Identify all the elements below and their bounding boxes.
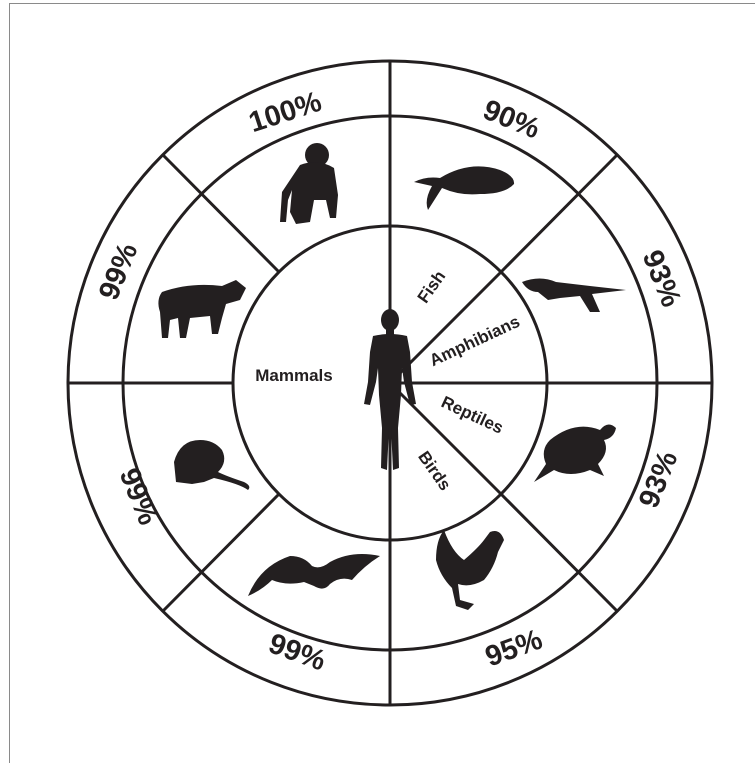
percentage-gorilla: 100%: [245, 86, 326, 139]
percentage-bat: 99%: [264, 628, 330, 678]
label-fish: Fish: [414, 267, 450, 307]
fish-icon: [414, 166, 514, 210]
label-reptiles: Reptiles: [438, 392, 506, 437]
label-amphibians: Amphibians: [427, 312, 523, 370]
rooster-icon: [436, 530, 504, 610]
inner-group-dividers: [390, 226, 547, 540]
percentage-turtle: 93%: [633, 447, 684, 513]
gorilla-icon: [280, 143, 338, 224]
bat-icon: [248, 554, 380, 596]
sea-turtle-icon: [534, 424, 616, 482]
frog-icon: [522, 279, 626, 313]
cow-icon: [158, 280, 246, 338]
rat-icon: [174, 440, 249, 490]
percentage-fish: 90%: [478, 94, 544, 145]
label-birds: Birds: [414, 448, 454, 495]
label-mammals: Mammals: [255, 366, 332, 385]
percentage-rat: 99%: [113, 464, 164, 530]
